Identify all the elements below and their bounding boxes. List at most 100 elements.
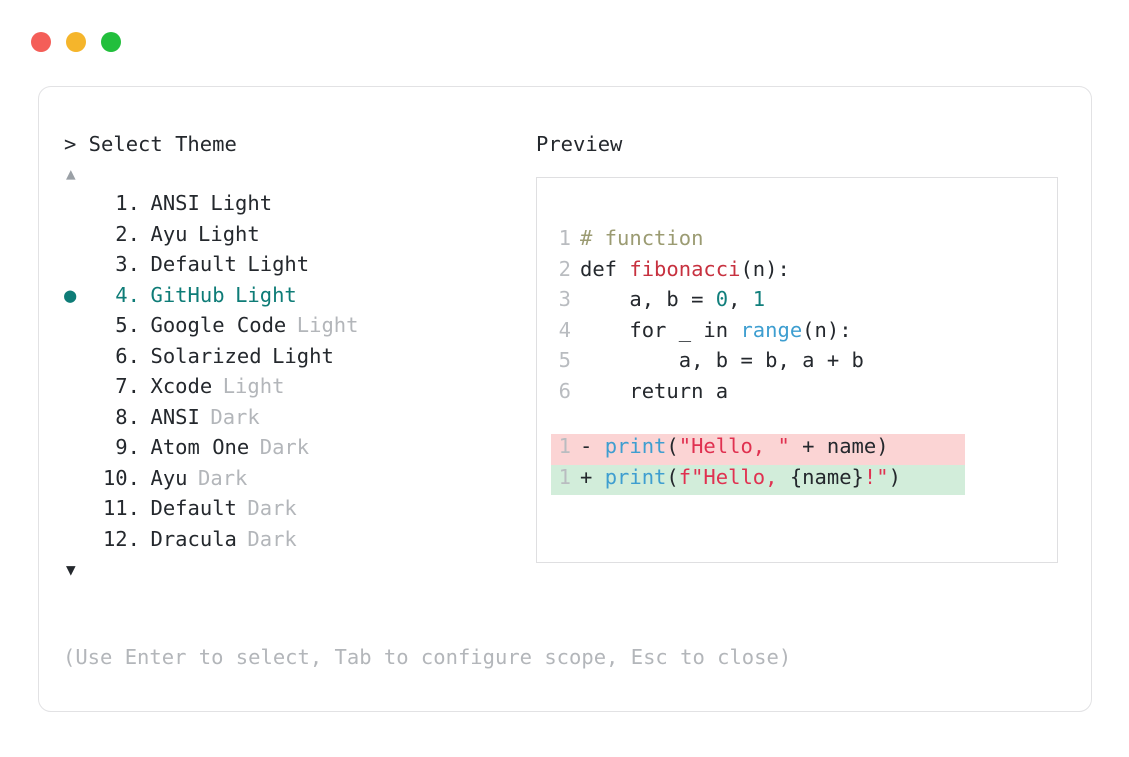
selection-bullet-icon: ● xyxy=(64,344,94,368)
code-token: a, b = b, a + b xyxy=(580,348,864,372)
selection-bullet-icon: ● xyxy=(64,313,94,337)
theme-item-variant: Dark xyxy=(259,435,310,459)
code-token: a, b = xyxy=(580,287,716,311)
line-number: 5 xyxy=(558,348,571,372)
code-token: ( xyxy=(666,464,679,489)
minimize-dot[interactable] xyxy=(66,32,86,52)
line-number: 2 xyxy=(558,256,571,281)
selection-bullet-icon: ● xyxy=(64,435,94,459)
code-token: + name) xyxy=(789,434,889,458)
theme-item-name: Solarized xyxy=(150,343,262,368)
code-token: ( xyxy=(666,434,679,458)
theme-item-number: 11. xyxy=(102,496,140,520)
keyboard-hint: (Use Enter to select, Tab to configure s… xyxy=(63,645,792,669)
theme-item-number: 3. xyxy=(102,252,140,276)
window-titlebar xyxy=(31,32,121,52)
code-token: print xyxy=(604,434,667,458)
theme-item-name: ANSI xyxy=(150,404,200,429)
code-line-text: for _ in range(n): xyxy=(571,317,852,342)
theme-item-number: 4. xyxy=(102,282,140,307)
diff-line-text: - print("Hello, " + name) xyxy=(571,434,889,458)
theme-item-variant: Light xyxy=(222,374,285,398)
theme-item-variant: Light xyxy=(272,343,334,368)
selection-bullet-icon: ● xyxy=(64,191,94,215)
theme-item-variant: Light xyxy=(210,191,273,215)
code-token: (n): xyxy=(740,256,790,281)
selection-bullet-icon: ● xyxy=(64,405,94,429)
selection-bullet-icon: ● xyxy=(64,252,94,276)
selection-bullet-icon: ● xyxy=(64,222,94,246)
theme-item-variant: Light xyxy=(247,252,310,276)
theme-item-number: 2. xyxy=(102,221,140,246)
code-token: range xyxy=(740,317,803,342)
theme-item-name: Xcode xyxy=(150,374,213,398)
code-line-text: a, b = b, a + b xyxy=(571,348,864,372)
theme-item-name: Ayu xyxy=(150,465,188,490)
selection-bullet-icon: ● xyxy=(64,282,77,307)
theme-item-number: 5. xyxy=(102,313,140,337)
theme-item-variant: Dark xyxy=(247,496,297,520)
scroll-up-icon[interactable]: ▲ xyxy=(66,164,76,183)
theme-item-variant: Dark xyxy=(247,526,297,551)
line-number: 6 xyxy=(558,378,571,403)
code-token: "Hello, " xyxy=(678,434,790,458)
line-number: 1 xyxy=(558,434,571,458)
theme-item-number: 6. xyxy=(102,343,140,368)
theme-item-name: Atom One xyxy=(150,435,250,459)
code-line: 6 return a xyxy=(551,379,1057,410)
code-line: 4 for _ in range(n): xyxy=(551,318,1057,349)
theme-item-variant: Light xyxy=(198,221,260,246)
code-spacer xyxy=(551,409,1057,434)
line-number: 1 xyxy=(558,464,571,489)
code-token: def xyxy=(580,256,630,281)
code-line: 1 # function xyxy=(551,226,1057,257)
code-line-text: # function xyxy=(571,226,703,250)
diff-line-text: + print(f"Hello, {name}!") xyxy=(571,465,901,489)
theme-list-item[interactable]: ● 11. Default Dark xyxy=(64,496,534,527)
code-token: (n): xyxy=(802,317,852,342)
theme-list-item[interactable]: ● 5. Google Code Light xyxy=(64,313,534,344)
code-token: 0 xyxy=(715,287,729,311)
theme-item-name: Default xyxy=(150,252,237,276)
selection-bullet-icon: ● xyxy=(64,496,94,520)
diff-marker: + xyxy=(580,464,605,489)
theme-item-number: 8. xyxy=(102,404,140,429)
theme-item-name: Dracula xyxy=(150,526,237,551)
theme-item-variant: Dark xyxy=(198,465,248,490)
code-token: !" xyxy=(863,464,889,489)
close-dot[interactable] xyxy=(31,32,51,52)
theme-item-name: ANSI xyxy=(150,191,200,215)
code-line-text: def fibonacci(n): xyxy=(571,257,790,281)
theme-list-item[interactable]: ● 6. Solarized Light xyxy=(64,344,534,375)
diff-line-removed: 1- print("Hello, " + name) xyxy=(551,434,965,465)
maximize-dot[interactable] xyxy=(101,32,121,52)
line-number: 1 xyxy=(558,226,571,250)
code-token: # function xyxy=(580,226,704,250)
scroll-down-icon[interactable]: ▼ xyxy=(66,560,76,579)
theme-item-variant: Light xyxy=(296,313,359,337)
theme-list-item[interactable]: ● 3. Default Light xyxy=(64,252,534,283)
preview-label: Preview xyxy=(536,132,623,156)
theme-item-name: Default xyxy=(150,496,237,520)
theme-item-number: 12. xyxy=(102,526,140,551)
code-token: f"Hello, xyxy=(678,464,790,489)
code-token: for _ in xyxy=(580,317,741,342)
code-token: 1 xyxy=(752,287,766,311)
theme-item-variant: Light xyxy=(235,282,297,307)
diff-marker: - xyxy=(580,434,605,458)
theme-item-name: Google Code xyxy=(150,313,287,337)
code-line-text: a, b = 0, 1 xyxy=(571,287,765,311)
